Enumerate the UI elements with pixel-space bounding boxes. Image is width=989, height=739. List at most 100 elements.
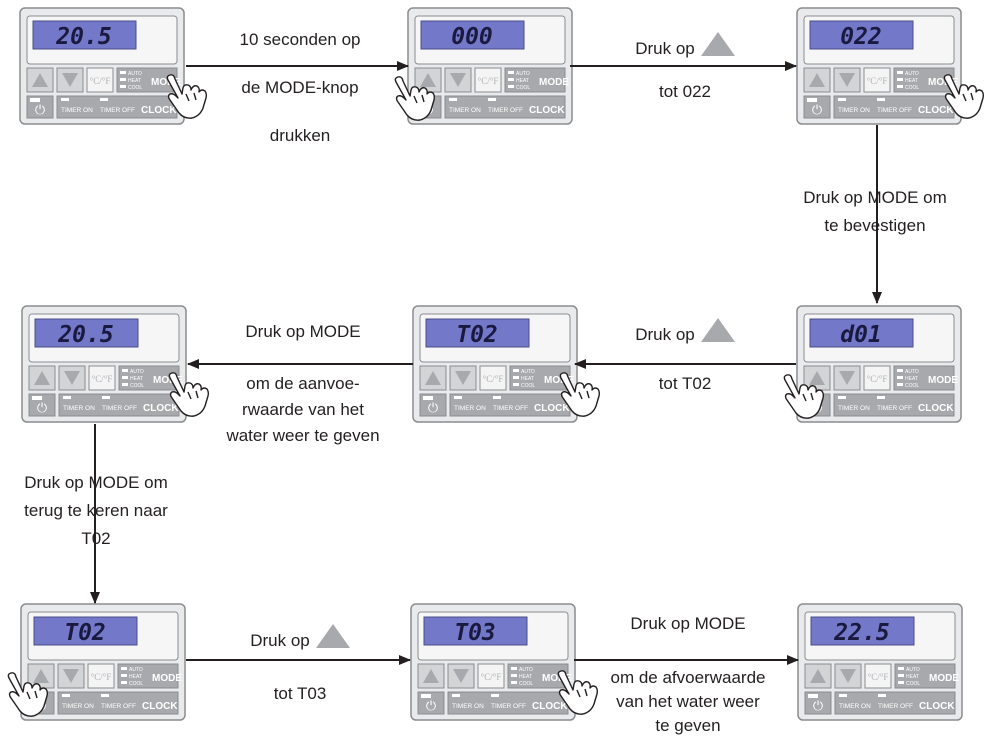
down-button[interactable] <box>56 67 84 93</box>
mode-heat-label: HEAT <box>130 376 143 382</box>
c-f-button[interactable]: °C/°F <box>86 67 114 93</box>
power-button[interactable]: ⏻ <box>803 95 831 119</box>
c-f-button[interactable]: °C/°F <box>863 67 891 93</box>
step3-text-line2: te bevestigen <box>824 216 926 235</box>
step7-text-line2: tot T03 <box>273 684 327 703</box>
down-button[interactable] <box>833 365 861 391</box>
power-button[interactable]: ⏻ <box>28 393 56 417</box>
power-button[interactable]: ⏻ <box>804 691 832 715</box>
up-button[interactable] <box>804 663 832 689</box>
up-button[interactable] <box>419 365 447 391</box>
up-triangle-icon <box>700 32 735 56</box>
clock-button[interactable]: CLOCK <box>141 105 177 116</box>
timer-off-button[interactable]: TIMER OFF <box>877 98 912 114</box>
timer-off-button[interactable]: TIMER OFF <box>493 396 528 412</box>
timer-off-button[interactable]: TIMER OFF <box>101 694 136 710</box>
down-button[interactable] <box>58 365 86 391</box>
up-triangle-icon <box>700 318 735 342</box>
timer-on-button[interactable]: TIMER ON <box>452 694 484 710</box>
down-button[interactable] <box>833 67 861 93</box>
timer-on-button[interactable]: TIMER ON <box>839 694 871 710</box>
power-button[interactable]: ⏻ <box>417 691 445 715</box>
timer-off-button[interactable]: TIMER OFF <box>488 98 523 114</box>
c-f-button[interactable]: °C/°F <box>864 663 892 689</box>
power-button[interactable]: ⏻ <box>419 393 447 417</box>
timer-off-label: TIMER OFF <box>877 107 912 114</box>
timer-on-button[interactable]: TIMER ON <box>449 98 481 114</box>
up-button[interactable] <box>414 67 442 93</box>
timer-on-button[interactable]: TIMER ON <box>838 396 870 412</box>
mode-cool-label: COOL <box>905 85 919 91</box>
up-triangle-icon <box>809 371 825 385</box>
pointing-hand-icon <box>168 372 210 417</box>
up-button[interactable] <box>803 365 831 391</box>
lcd-display-value: 022 <box>840 24 882 50</box>
timer-off-button[interactable]: TIMER OFF <box>877 396 912 412</box>
down-button[interactable] <box>834 663 862 689</box>
c-f-button[interactable]: °C/°F <box>479 365 507 391</box>
c-f-button[interactable]: °C/°F <box>477 663 505 689</box>
c-f-button[interactable]: °C/°F <box>863 365 891 391</box>
mode-auto-label: AUTO <box>905 369 919 375</box>
timer-on-label: TIMER ON <box>838 107 870 114</box>
timer-on-button[interactable]: TIMER ON <box>838 98 870 114</box>
clock-button[interactable]: CLOCK <box>143 403 179 414</box>
clock-button[interactable]: CLOCK <box>534 403 570 414</box>
clock-button[interactable]: CLOCK <box>529 105 565 116</box>
timer-off-button[interactable]: TIMER OFF <box>102 396 137 412</box>
clock-button[interactable]: CLOCK <box>532 701 568 712</box>
down-triangle-icon <box>63 669 79 683</box>
c-f-button[interactable]: °C/°F <box>474 67 502 93</box>
step1-text-line3: drukken <box>269 126 331 145</box>
down-button[interactable] <box>57 663 85 689</box>
up-button[interactable] <box>803 67 831 93</box>
mode-auto-label: AUTO <box>128 71 142 77</box>
up-triangle-icon <box>315 624 350 648</box>
power-icon: ⏻ <box>426 699 436 714</box>
bottom-button-strip <box>444 95 566 119</box>
mode-heat-label: HEAT <box>906 674 919 680</box>
mode-cool-label: COOL <box>130 383 144 389</box>
lcd-screen <box>425 318 530 348</box>
timer-off-button[interactable]: TIMER OFF <box>491 694 526 710</box>
timer-on-button[interactable]: TIMER ON <box>63 396 95 412</box>
power-button[interactable]: ⏻ <box>26 95 54 119</box>
down-button[interactable] <box>444 67 472 93</box>
clock-button[interactable]: CLOCK <box>919 701 955 712</box>
timer-on-button[interactable]: TIMER ON <box>62 694 94 710</box>
up-button[interactable] <box>28 365 56 391</box>
up-triangle-icon <box>425 371 441 385</box>
up-button[interactable] <box>26 67 54 93</box>
down-triangle-icon <box>840 669 856 683</box>
lcd-screen <box>423 616 528 646</box>
c-f-button[interactable]: °C/°F <box>88 365 116 391</box>
c-f-label: °C/°F <box>868 672 889 682</box>
down-button[interactable] <box>449 365 477 391</box>
timer-off-button[interactable]: TIMER OFF <box>878 694 913 710</box>
timer-on-button[interactable]: TIMER ON <box>61 98 93 114</box>
timer-off-button[interactable]: TIMER OFF <box>100 98 135 114</box>
lcd-display-value: 000 <box>451 24 493 50</box>
step8-text-line2: om de afvoerwaarde <box>610 668 766 687</box>
clock-button[interactable]: CLOCK <box>142 701 178 712</box>
mode-heat-label: HEAT <box>129 674 142 680</box>
c-f-button[interactable]: °C/°F <box>87 663 115 689</box>
down-button[interactable] <box>447 663 475 689</box>
up-button[interactable] <box>417 663 445 689</box>
clock-button[interactable]: CLOCK <box>918 403 954 414</box>
c-f-label: °C/°F <box>867 76 888 86</box>
timer-on-button[interactable]: TIMER ON <box>454 396 486 412</box>
clock-button[interactable]: CLOCK <box>918 105 954 116</box>
up-button[interactable] <box>27 663 55 689</box>
step6-text-line3: T02 <box>81 529 111 548</box>
